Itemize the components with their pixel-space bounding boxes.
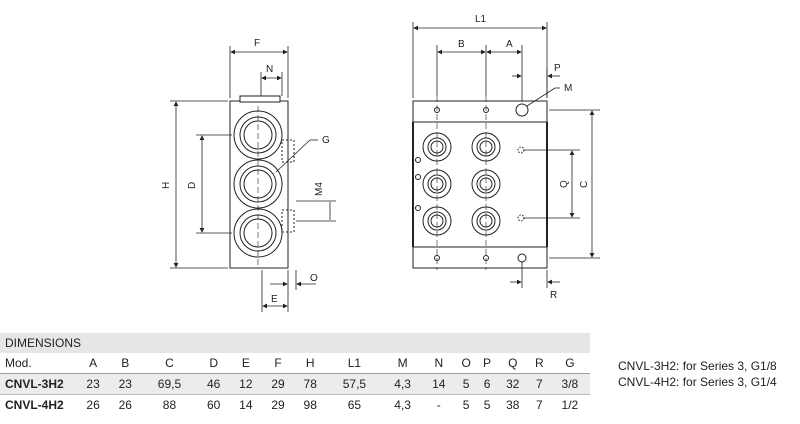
table-cell: 12 (229, 373, 262, 395)
table-row: CNVL-3H2 23 23 69,5 46 12 29 78 57,5 4,3… (0, 373, 590, 395)
table-cell: 5 (477, 394, 497, 415)
technical-drawing: F N G H D M4 O E (161, 14, 600, 312)
table-cell: 60 (197, 394, 230, 415)
label-B: B (458, 39, 465, 50)
table-cell: 5 (454, 373, 478, 395)
table-cell: 23 (109, 373, 142, 395)
table-cell: 38 (496, 394, 529, 415)
table-cell: 98 (294, 394, 327, 415)
col-header: M (382, 353, 423, 374)
col-header: A (77, 353, 110, 374)
table-cell: 69,5 (141, 373, 198, 395)
table-cell: CNVL-3H2 (0, 373, 77, 395)
col-header: Q (496, 353, 529, 374)
col-header: C (141, 353, 198, 374)
table-cell: 65 (326, 394, 383, 415)
table-cell: 4,3 (382, 394, 423, 415)
table-cell: 3/8 (549, 373, 590, 395)
table-cell: 1/2 (549, 394, 590, 415)
table-cell: CNVL-4H2 (0, 394, 77, 415)
front-view (412, 96, 548, 270)
table-cell: - (422, 394, 455, 415)
label-P: P (554, 63, 561, 74)
col-header: D (197, 353, 230, 374)
table-cell: 32 (496, 373, 529, 395)
drawing-svg: F N G H D M4 O E (161, 14, 600, 312)
table-cell: 23 (77, 373, 110, 395)
table-cell: 6 (477, 373, 497, 395)
table-cell: 5 (454, 394, 478, 415)
col-header: Mod. (0, 353, 77, 374)
col-header: R (528, 353, 550, 374)
label-D: D (187, 182, 198, 189)
label-L1: L1 (475, 14, 487, 25)
table-cell: 88 (141, 394, 198, 415)
table-cell: 7 (528, 373, 550, 395)
label-R: R (550, 290, 557, 301)
table-cell: 26 (109, 394, 142, 415)
table-cell: 26 (77, 394, 110, 415)
label-A: A (506, 39, 513, 50)
dimensions-title: DIMENSIONS (0, 333, 590, 353)
label-F: F (254, 38, 260, 49)
table-cell: 29 (261, 394, 295, 415)
label-Q: Q (559, 180, 570, 188)
side-view (229, 95, 295, 269)
col-header: G (549, 353, 590, 374)
col-header: L1 (326, 353, 383, 374)
label-M4: M4 (314, 182, 325, 196)
label-E: E (271, 294, 278, 305)
note-line: CNVL-4H2: for Series 3, G1/4 (618, 375, 777, 389)
table-header-row: Mod. A B C D E F H L1 M N O P Q R G (0, 353, 590, 374)
col-header: B (109, 353, 142, 374)
label-C: C (579, 181, 590, 188)
table-cell: 46 (197, 373, 230, 395)
col-header: F (261, 353, 295, 374)
table-cell: 29 (261, 373, 295, 395)
col-header: N (422, 353, 455, 374)
col-header: O (454, 353, 478, 374)
col-header: E (229, 353, 262, 374)
label-H: H (161, 182, 172, 189)
table-cell: 7 (528, 394, 550, 415)
table-cell: 57,5 (326, 373, 383, 395)
table-cell: 14 (422, 373, 455, 395)
note-line: CNVL-3H2: for Series 3, G1/8 (618, 359, 777, 373)
label-N: N (266, 64, 273, 75)
col-header: P (477, 353, 497, 374)
table-cell: 4,3 (382, 373, 423, 395)
dimensions-table: Mod. A B C D E F H L1 M N O P Q R G CNVL… (0, 353, 590, 415)
table-row: CNVL-4H2 26 26 88 60 14 29 98 65 4,3 - 5… (0, 394, 590, 415)
table-cell: 78 (294, 373, 327, 395)
label-O: O (310, 273, 318, 284)
table-cell: 14 (229, 394, 262, 415)
model-notes: CNVL-3H2: for Series 3, G1/8 CNVL-4H2: f… (618, 358, 777, 390)
col-header: H (294, 353, 327, 374)
label-G: G (322, 135, 330, 146)
label-M: M (564, 83, 572, 94)
